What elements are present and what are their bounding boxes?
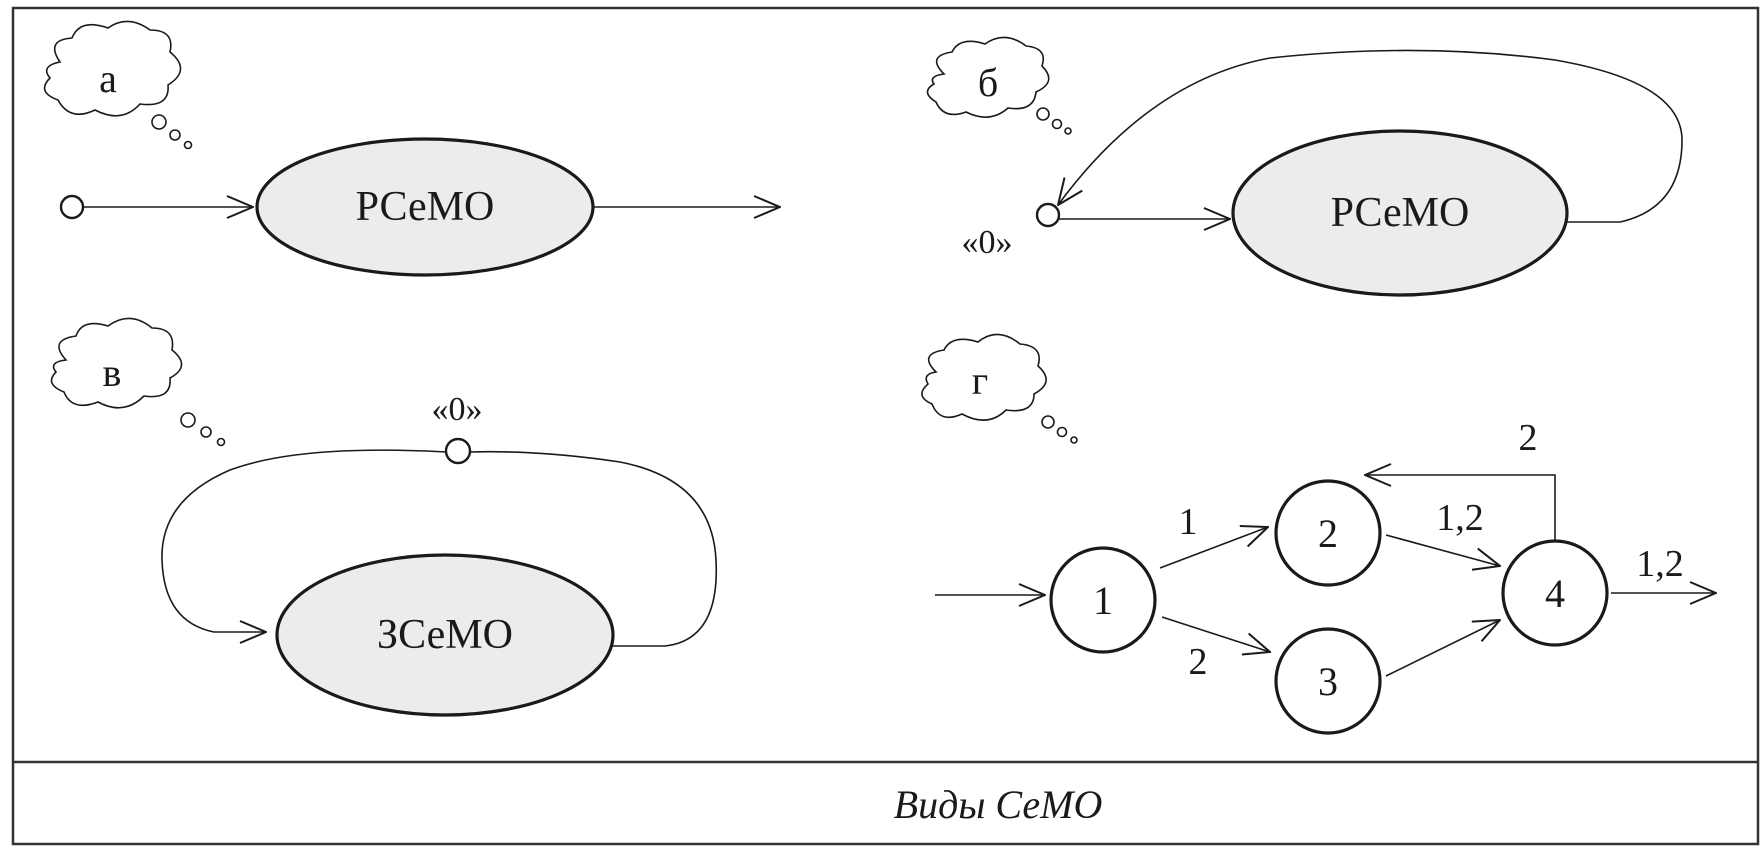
panel-b: б «0» РСеМО: [926, 36, 1683, 297]
rsemo-label-b: РСеМО: [1331, 190, 1470, 236]
zsemo-label-v: ЗСеМО: [377, 612, 513, 658]
thought-bubble-b-1: [1036, 107, 1050, 121]
thought-bubble-a-1: [151, 114, 167, 130]
edge-label-4-out: 1,2: [1636, 543, 1684, 585]
thought-bubble-v-3: [216, 437, 226, 447]
thought-bubble-b-2: [1051, 118, 1063, 130]
source-node-a: [59, 194, 85, 220]
graph-node-2: [1274, 479, 1382, 587]
zero-label-b: «0»: [962, 224, 1013, 261]
edge-4-to-2: [1365, 475, 1556, 541]
graph-node-2-label: 2: [1318, 511, 1338, 556]
graph-node-3-label: 3: [1318, 659, 1338, 704]
edge-1-to-3: [1161, 616, 1270, 652]
edge-1-to-2: [1159, 527, 1268, 569]
panel-b-letter: б: [978, 60, 998, 105]
rsemo-node-b: [1231, 129, 1569, 297]
panel-v: в «0» ЗСеМО: [50, 317, 718, 717]
graph-node-1-label: 1: [1093, 578, 1113, 623]
edge-label-2-4: 1,2: [1436, 497, 1484, 539]
panel-g-letter: г: [972, 358, 988, 403]
edge-label-1-2: 1: [1179, 501, 1198, 543]
thought-cloud-a: [43, 20, 182, 117]
rsemo-label-a: РСеМО: [356, 184, 495, 230]
thought-bubble-b-3: [1064, 127, 1072, 135]
thought-cloud-b: [926, 36, 1050, 118]
feedback-arrow-b: [1058, 49, 1683, 223]
panel-a: а РСеМО: [43, 20, 780, 277]
edge-label-4-2: 2: [1519, 417, 1538, 459]
loop-top-left-v: [161, 449, 447, 632]
zsemo-node-v: [275, 553, 615, 717]
edge-2-to-4: [1385, 534, 1500, 566]
thought-bubble-g-1: [1041, 415, 1055, 429]
zero-node-v: [444, 437, 472, 465]
thought-bubble-g-3: [1070, 436, 1078, 444]
graph-node-4: [1501, 539, 1609, 647]
graph-node-1: [1049, 546, 1157, 654]
graph-node-4-label: 4: [1545, 571, 1565, 616]
thought-bubble-a-2: [169, 129, 181, 141]
thought-cloud-g: [921, 333, 1047, 421]
loop-right-v: [469, 450, 718, 647]
thought-bubble-v-2: [200, 426, 212, 438]
thought-bubble-g-2: [1056, 426, 1068, 438]
edge-label-1-3: 2: [1189, 641, 1208, 683]
outer-border: [11, 6, 1760, 846]
zero-node-b: [1035, 202, 1061, 228]
panel-a-letter: а: [99, 56, 117, 101]
edge-3-to-4: [1385, 620, 1500, 677]
thought-bubble-a-3: [183, 140, 193, 150]
thought-cloud-v: [50, 317, 183, 409]
thought-bubble-v-1: [180, 412, 196, 428]
zero-label-v: «0»: [432, 391, 483, 428]
panel-g: г 1 2 3 4 1 2 1,2 2 1,2: [921, 333, 1716, 735]
graph-node-3: [1274, 627, 1382, 735]
figure-caption: Виды СеМО: [894, 782, 1103, 827]
panel-v-letter: в: [103, 350, 122, 395]
